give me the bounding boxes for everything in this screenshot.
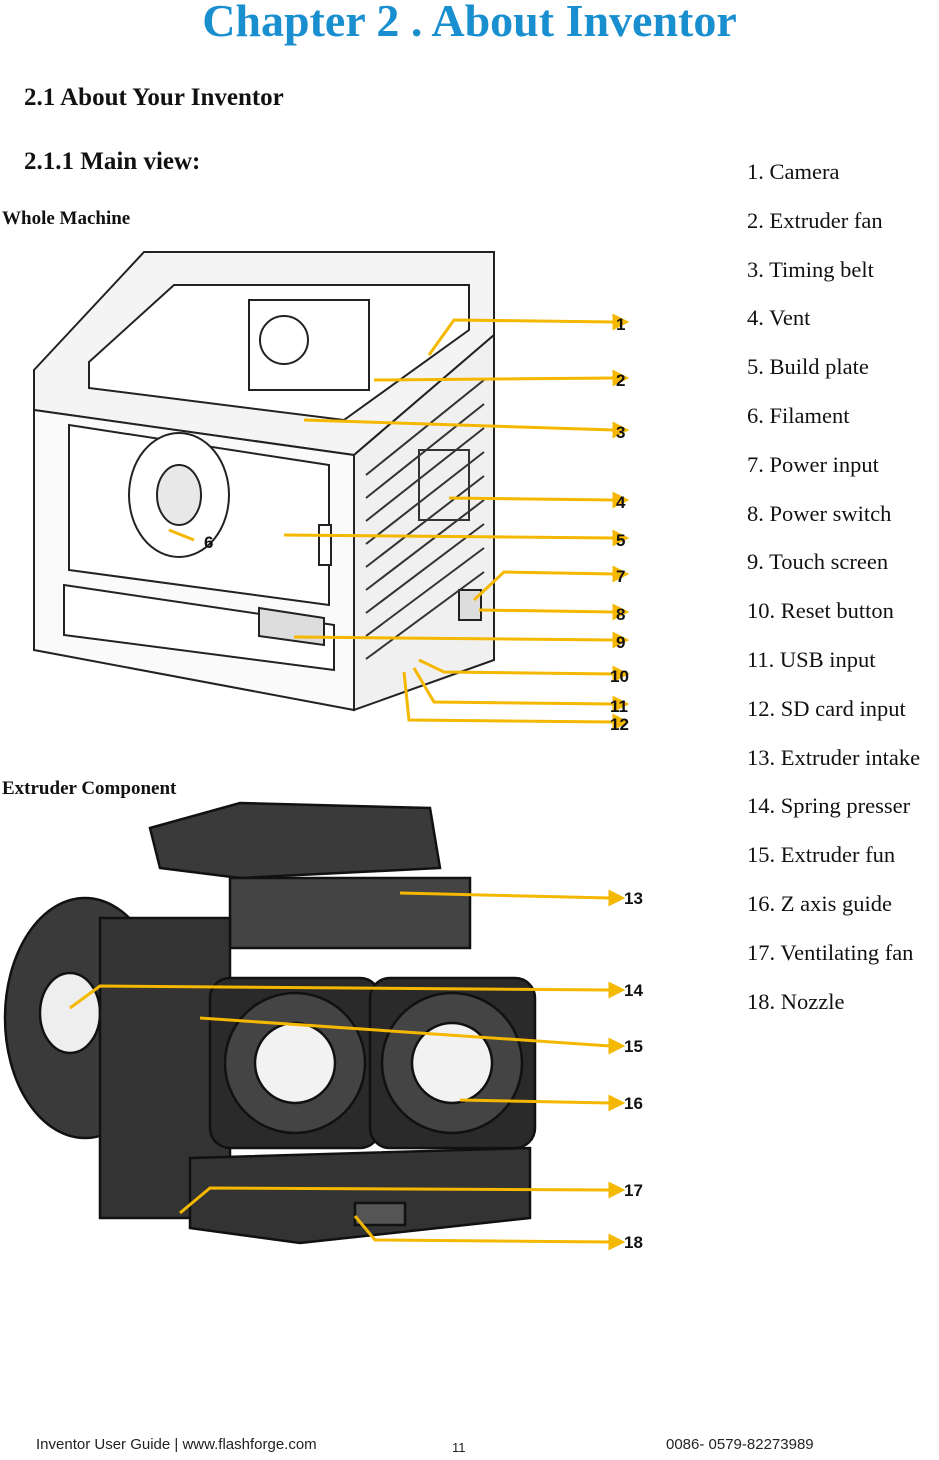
callout-line-6 xyxy=(168,528,195,542)
callout-1: 1 xyxy=(616,315,625,334)
part-item: 5. Build plate xyxy=(747,354,869,380)
extruder-illustration: 13 14 15 16 17 18 xyxy=(0,798,660,1260)
callout-13: 13 xyxy=(624,889,643,908)
section-title: 2.1 About Your Inventor xyxy=(24,84,284,111)
callout-line-4 xyxy=(448,496,615,502)
part-item: 6. Filament xyxy=(747,402,850,428)
part-item: 7. Power input xyxy=(747,451,879,477)
nozzle-shroud xyxy=(188,1146,532,1245)
extruder-intake-block xyxy=(228,876,472,950)
door-handle xyxy=(318,524,332,566)
machine-lower-panel xyxy=(63,583,335,672)
vent-grille xyxy=(418,449,470,521)
extruder-caption: Extruder Component xyxy=(2,778,177,799)
callout-10: 10 xyxy=(610,667,629,686)
callout-line-2 xyxy=(373,376,615,382)
callout-line-10 xyxy=(418,658,615,676)
callout-4: 4 xyxy=(616,493,626,512)
part-item: 4. Vent xyxy=(747,305,811,331)
callout-14: 14 xyxy=(624,981,643,1000)
callout-line-1 xyxy=(427,318,615,356)
footer-page-number: 11 xyxy=(452,1440,466,1455)
part-item: 18. Nozzle xyxy=(747,988,845,1014)
callout-line-14 xyxy=(69,984,611,1010)
callout-line-8 xyxy=(478,608,615,614)
callout-line-13 xyxy=(399,891,611,900)
side-vent-slats xyxy=(365,379,485,660)
part-item: 3. Timing belt xyxy=(747,256,874,282)
callout-18: 18 xyxy=(624,1233,643,1252)
callout-line-18 xyxy=(353,1215,611,1244)
part-item: 15. Extruder fun xyxy=(747,842,896,868)
footer-phone: 0086- 0579-82273989 xyxy=(666,1436,814,1453)
part-item: 9. Touch screen xyxy=(747,549,889,575)
callout-5: 5 xyxy=(616,531,625,550)
machine-illustration: 1 2 3 4 5 6 7 8 9 10 11 12 xyxy=(14,240,654,740)
footer-guide: Inventor User Guide | www.flashforge.com xyxy=(36,1436,317,1453)
callout-line-9 xyxy=(293,635,615,642)
callout-17: 17 xyxy=(624,1181,643,1200)
subsection-title: 2.1.1 Main view: xyxy=(24,148,201,175)
part-item: 16. Z axis guide xyxy=(747,890,892,916)
callout-line-3 xyxy=(303,418,615,432)
part-item: 14. Spring presser xyxy=(747,793,911,819)
callout-6: 6 xyxy=(204,533,213,552)
part-item: 1. Camera xyxy=(747,159,840,184)
callout-line-7 xyxy=(472,570,615,602)
callout-12: 12 xyxy=(610,715,629,734)
part-item: 8. Power switch xyxy=(747,500,892,526)
callout-line-12 xyxy=(402,671,615,724)
callout-line-5 xyxy=(283,533,615,540)
chapter-title: Chapter 2 . About Inventor xyxy=(202,0,737,46)
part-item: 17. Ventilating fan xyxy=(747,939,914,965)
extruder-top-housing xyxy=(148,801,442,880)
callout-line-15 xyxy=(199,1016,611,1048)
callout-9: 9 xyxy=(616,633,625,652)
part-item: 10. Reset button xyxy=(747,598,894,624)
callout-3: 3 xyxy=(616,423,625,442)
part-item: 12. SD card input xyxy=(747,695,906,721)
callout-2: 2 xyxy=(616,371,625,390)
callout-11: 11 xyxy=(610,697,628,716)
part-item: 11. USB input xyxy=(747,646,876,672)
part-item: 2. Extruder fan xyxy=(747,207,883,233)
callout-line-11 xyxy=(412,667,615,706)
callout-7: 7 xyxy=(616,567,625,586)
callout-line-16 xyxy=(459,1098,611,1105)
machine-caption: Whole Machine xyxy=(2,208,131,229)
callout-16: 16 xyxy=(624,1094,643,1113)
parts-list: 1. Camera 2. Extruder fan 3. Timing belt… xyxy=(747,152,920,1030)
nozzle-block xyxy=(353,1201,407,1227)
callout-15: 15 xyxy=(624,1037,643,1056)
part-item: 13. Extruder intake xyxy=(747,744,921,770)
callout-line-17 xyxy=(179,1186,611,1215)
callout-8: 8 xyxy=(616,605,625,624)
